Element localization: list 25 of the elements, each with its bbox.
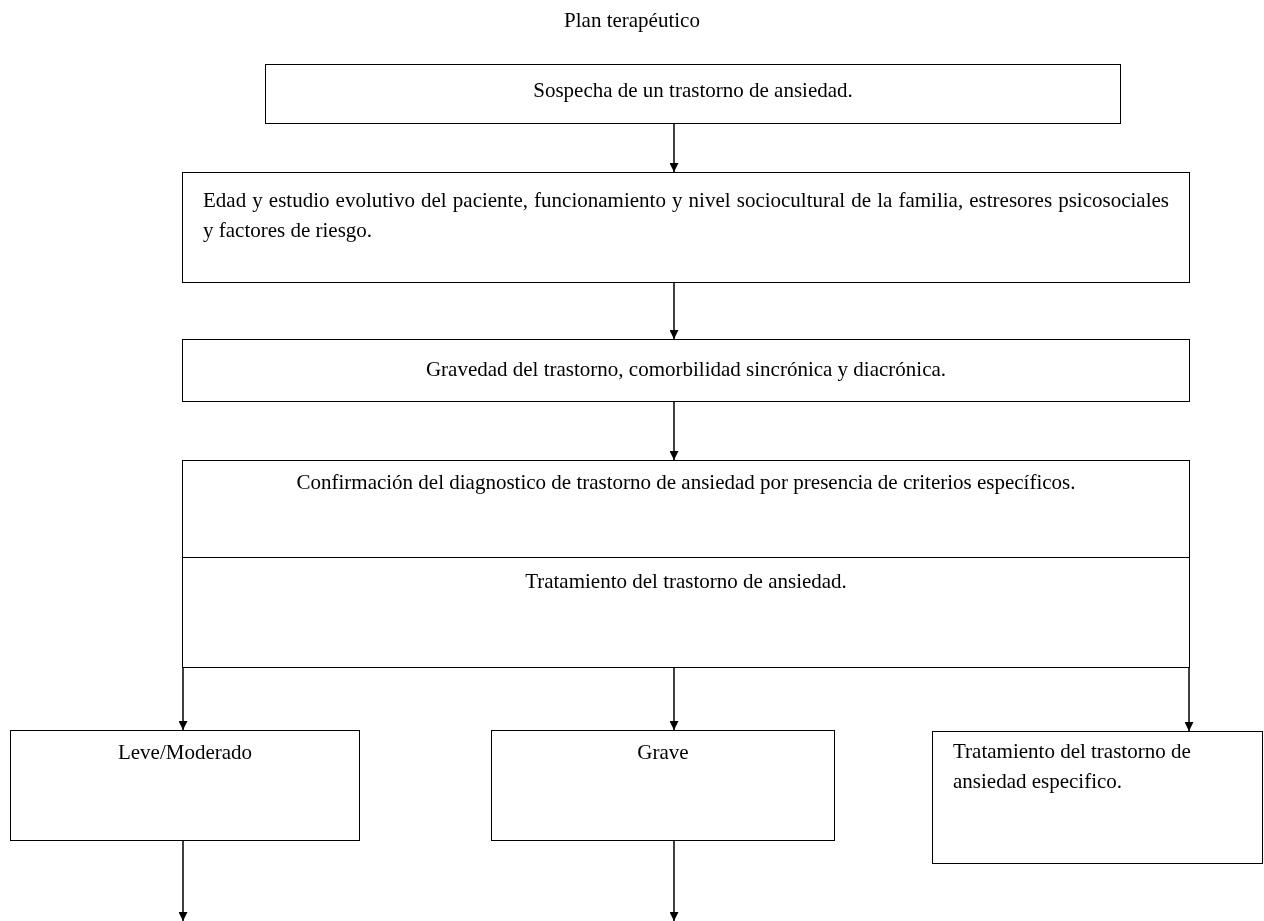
box-text: Grave xyxy=(636,739,690,766)
box-text: Gravedad del trastorno, comorbilidad sincrónica y diacrónica. xyxy=(424,356,948,383)
arrow xyxy=(669,667,679,731)
arrow xyxy=(178,840,188,921)
process-box xyxy=(491,730,835,841)
process-box xyxy=(182,557,1190,668)
process-box xyxy=(182,339,1190,402)
arrow xyxy=(669,123,679,173)
box-text: Edad y estudio evolutivo del paciente, funcionamiento y nivel sociocultural de la familia, estresores psicosociales y factores de riesgo. xyxy=(203,187,1169,245)
box-text: Leve/Moderado xyxy=(116,739,254,766)
box-text: Sospecha de un trastorno de ansiedad. xyxy=(532,77,854,104)
process-box xyxy=(265,64,1121,124)
process-box xyxy=(182,172,1190,283)
arrow xyxy=(669,840,679,921)
arrow xyxy=(178,667,188,731)
arrow xyxy=(1184,667,1194,732)
process-box xyxy=(182,460,1190,558)
box-text: Confirmación del diagnostico de trastorno de ansiedad por presencia de criterios específicos. xyxy=(295,469,1077,496)
box-text: Tratamiento del trastorno de ansiedad especifico. xyxy=(953,738,1192,796)
arrow xyxy=(669,401,679,461)
process-box xyxy=(10,730,360,841)
arrow xyxy=(669,282,679,340)
process-box xyxy=(932,731,1263,864)
box-text: Tratamiento del trastorno de ansiedad. xyxy=(524,568,848,595)
diagram-title: Plan terapéutico xyxy=(563,8,701,33)
